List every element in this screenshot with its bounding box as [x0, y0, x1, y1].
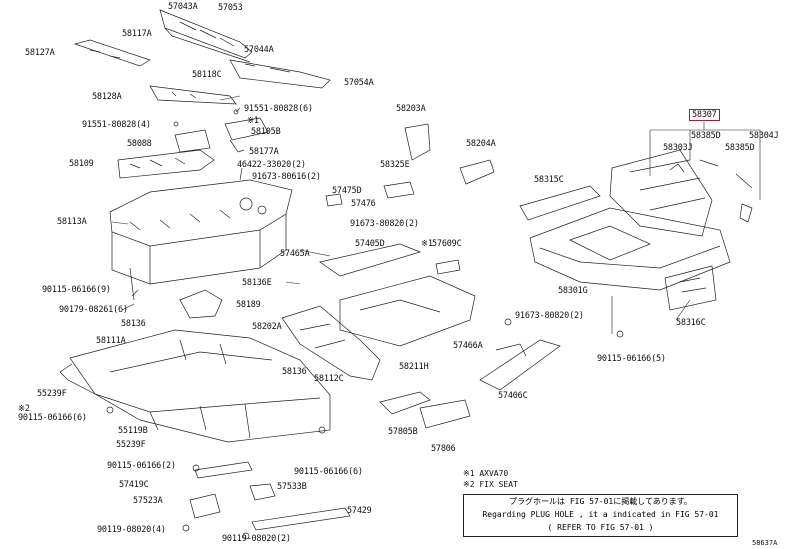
part-label: 90115-06166(9)	[42, 285, 111, 295]
part-label: 58113A	[57, 217, 87, 227]
part-label: ※1	[421, 239, 433, 249]
part-label: 58189	[236, 300, 261, 310]
part-label: 58127A	[25, 48, 55, 58]
part-label: 58307	[689, 109, 720, 121]
part-label: 58303J	[663, 143, 693, 153]
part-label: 57523A	[133, 496, 163, 506]
center-floor-parts	[281, 123, 495, 429]
note-box-line-3: ( REFER TO FIG 57-01 )	[547, 523, 654, 532]
part-label: 57419C	[119, 480, 149, 490]
part-label: 90115-06166(5)	[597, 354, 666, 364]
part-label: 46422-33020(2)	[237, 160, 306, 170]
part-label: 58325E	[380, 160, 410, 170]
part-label: ※1	[247, 116, 259, 126]
part-label: 58177A	[249, 147, 279, 157]
part-label: 57053	[218, 3, 243, 13]
part-label: 57405D	[355, 239, 385, 249]
part-label: 57466A	[453, 341, 483, 351]
part-label: 90115-06166(2)	[107, 461, 176, 471]
part-label: 58385D	[691, 131, 721, 141]
part-label: 91673-80616(2)	[252, 172, 321, 182]
diagram-code: 58637A	[752, 539, 778, 547]
note-box-line-2: Regarding PLUG HOLE , it a indicated in …	[482, 510, 719, 519]
part-label: 55239F	[116, 440, 146, 450]
part-label: 58109	[69, 159, 94, 169]
part-label: 57533B	[277, 482, 307, 492]
part-label: 57054A	[344, 78, 374, 88]
rear-floor-pan	[479, 149, 753, 391]
part-label: 58136E	[242, 278, 272, 288]
part-label: 58315C	[534, 175, 564, 185]
note-box-line-1: プラグホールは FIG 57-01に掲載してあります。	[509, 497, 692, 506]
part-label: 58105B	[251, 127, 281, 137]
part-label: 58385D	[725, 143, 755, 153]
note-2: ※2 FIX SEAT	[463, 480, 518, 489]
part-label: 57429	[347, 506, 372, 516]
rail-parts-top	[73, 9, 331, 105]
part-label: 58136	[282, 367, 307, 377]
note-1: ※1 AXVA70	[463, 469, 509, 478]
part-label: 57043A	[168, 2, 198, 12]
part-label: 58203A	[396, 104, 426, 114]
plug-hole-note-box: プラグホールは FIG 57-01に掲載してあります。 Regarding PL…	[463, 494, 738, 537]
front-floor-pan	[59, 329, 331, 443]
part-label: 58136	[121, 319, 146, 329]
part-label: 58088	[127, 139, 152, 149]
part-label: 58112C	[314, 374, 344, 384]
part-label: 90115-06166(6)	[294, 467, 363, 477]
part-label: 57465A	[280, 249, 310, 259]
part-label: 90119-08020(2)	[222, 534, 291, 544]
part-label: 91673-80820(2)	[350, 219, 419, 229]
part-label: 57805B	[388, 427, 418, 437]
part-label: 58128A	[92, 92, 122, 102]
part-label: 58301G	[558, 286, 588, 296]
part-label: 57806	[431, 444, 456, 454]
part-label: 58117A	[122, 29, 152, 39]
part-label: 57476	[351, 199, 376, 209]
part-label: 57609C	[432, 239, 462, 249]
part-label: 58316C	[676, 318, 706, 328]
part-label: 91551-80828(6)	[244, 104, 313, 114]
bracket-parts	[117, 109, 269, 179]
part-label: 90115-06166(6)	[18, 413, 87, 423]
part-label: 57406C	[498, 391, 528, 401]
part-label: 58111A	[96, 336, 126, 346]
part-label: 58204A	[466, 139, 496, 149]
part-label: 58202A	[252, 322, 282, 332]
part-label: 57475D	[332, 186, 362, 196]
part-label: 55119B	[118, 426, 148, 436]
leader-lines	[111, 95, 761, 334]
part-label: 91551-80828(4)	[82, 120, 151, 130]
part-label: 55239F	[37, 389, 67, 399]
part-label: ※2	[18, 404, 30, 414]
part-label: 58211H	[399, 362, 429, 372]
small-parts-bottom	[106, 289, 351, 540]
part-label: 58118C	[192, 70, 222, 80]
part-label: 90119-08020(4)	[97, 525, 166, 535]
part-label: 91673-80820(2)	[515, 311, 584, 321]
part-label: 57044A	[244, 45, 274, 55]
part-label: 58304J	[749, 131, 779, 141]
part-label: 90179-08261(6)	[59, 305, 128, 315]
